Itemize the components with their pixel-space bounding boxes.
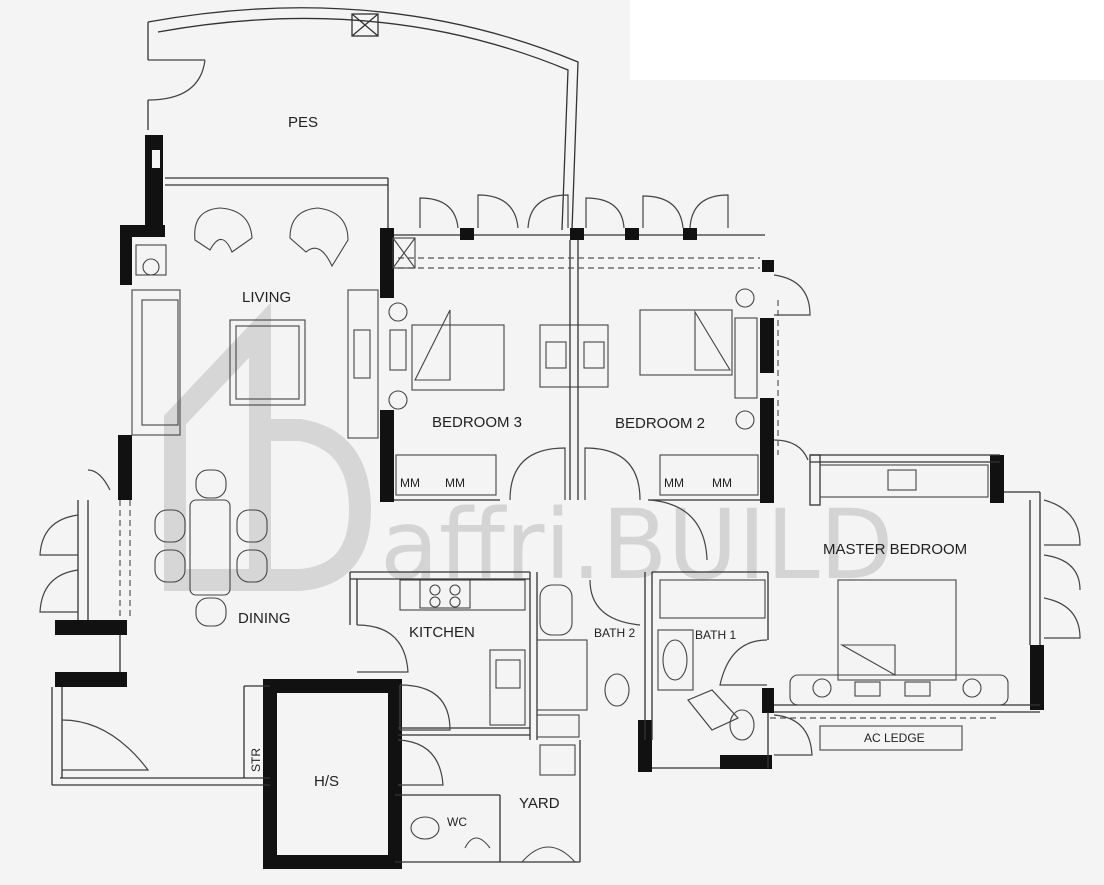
dining-furniture (154, 469, 268, 627)
svg-text:MM: MM (400, 476, 420, 490)
label-master-bedroom: MASTER BEDROOM (823, 541, 967, 558)
label-bedroom2: BEDROOM 2 (615, 415, 705, 432)
fixtures (399, 579, 963, 863)
room-labels: PES LIVING DINING BEDROOM 3 BEDROOM 2 MA… (238, 114, 967, 829)
living-furniture (131, 207, 416, 439)
pes-balcony (145, 7, 579, 231)
dashed-lines (119, 257, 1000, 719)
blank-area (630, 0, 1104, 80)
label-wc: WC (447, 815, 467, 829)
master-bedroom-furniture (789, 464, 1009, 706)
label-living: LIVING (242, 289, 291, 306)
doors (39, 194, 1081, 786)
label-bath1: BATH 1 (695, 628, 736, 642)
svg-text:MM: MM (712, 476, 732, 490)
label-pes: PES (288, 114, 318, 131)
label-dining: DINING (238, 610, 291, 627)
label-bedroom3: BEDROOM 3 (432, 414, 522, 431)
label-yard: YARD (519, 795, 560, 812)
bedroom3-furniture: MM MM (388, 302, 609, 496)
watermark: affri.BUILD (164, 302, 893, 601)
label-hs: H/S (314, 773, 339, 790)
svg-text:MM: MM (445, 476, 465, 490)
label-kitchen: KITCHEN (409, 624, 475, 641)
label-str: STR (249, 748, 263, 772)
watermark-text: affri.BUILD (380, 489, 893, 601)
walls (51, 177, 1044, 869)
bedroom2-furniture: MM MM (639, 288, 759, 496)
label-bath2: BATH 2 (594, 626, 635, 640)
label-ac-ledge: AC LEDGE (864, 731, 925, 745)
svg-text:MM: MM (664, 476, 684, 490)
